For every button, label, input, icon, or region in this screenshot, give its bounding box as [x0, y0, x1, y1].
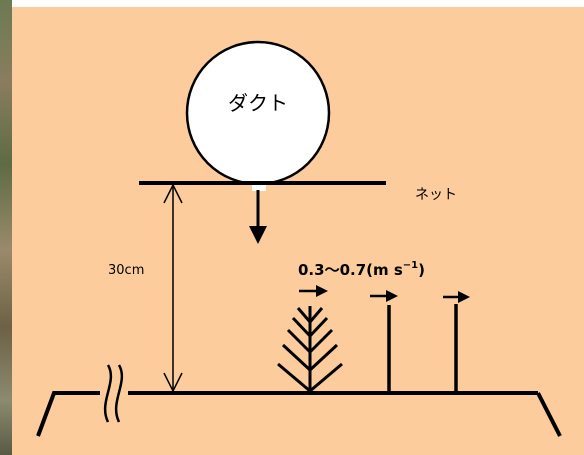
wind-speed-label: 0.3～0.7(m s−1): [298, 260, 425, 279]
photo-edge: [0, 0, 12, 455]
ground-surface: [36, 391, 562, 437]
height-dimension: [163, 183, 183, 393]
wind-arrow-icon: [370, 290, 398, 302]
net-label: ネット: [415, 187, 457, 203]
plant-icon: [277, 306, 343, 393]
wind-arrow-icon: [443, 291, 470, 303]
downflow-arrow-icon: [249, 190, 267, 244]
height-label: 30cm: [108, 263, 144, 278]
duct-outlet: [252, 185, 266, 191]
wind-arrow-icon: [299, 285, 328, 297]
duct-label: ダクト: [228, 91, 288, 115]
break-mark-icon: [103, 364, 124, 423]
